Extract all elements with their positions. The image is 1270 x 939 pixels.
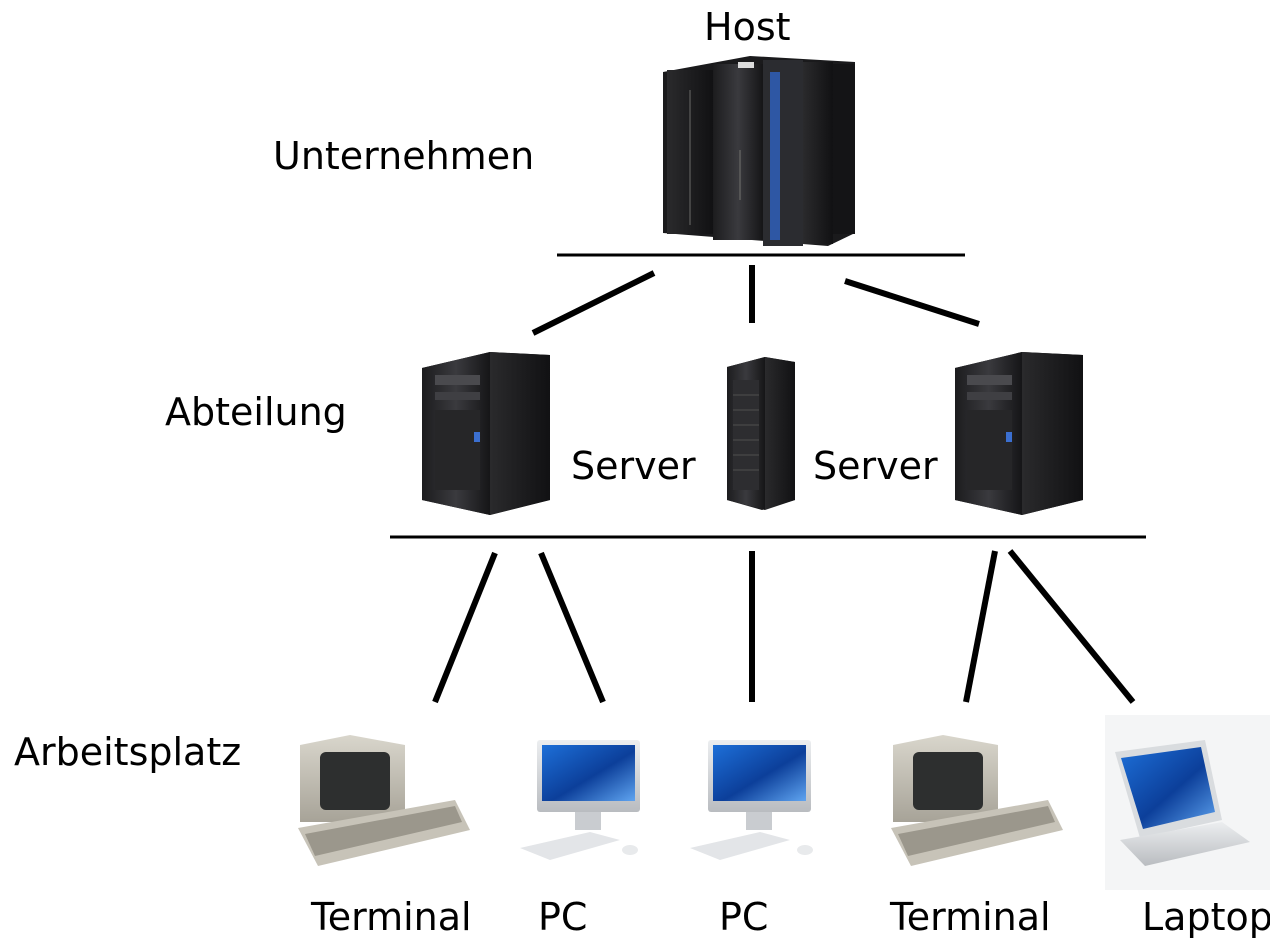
link-terminal-1 (432, 551, 498, 704)
pc-label-2: PC (719, 895, 769, 939)
connection-lines (390, 253, 1146, 704)
server-label-right: Server (813, 444, 938, 488)
mainframe-icon (663, 56, 855, 246)
level-label-department: Abteilung (165, 390, 347, 434)
level-label-workplace: Arbeitsplatz (14, 730, 242, 774)
host-label: Host (704, 5, 791, 49)
link-terminal-2 (963, 550, 998, 703)
link-host-server-right (844, 278, 980, 327)
level-label-enterprise: Unternehmen (273, 134, 535, 178)
pc-label-1: PC (538, 895, 588, 939)
laptop-label: Laptop (1142, 895, 1270, 939)
rack-server-icon (727, 357, 795, 510)
terminal-label-1: Terminal (311, 895, 472, 939)
link-pc-1 (538, 551, 606, 704)
terminal-label-2: Terminal (890, 895, 1051, 939)
link-host-server-left (531, 270, 656, 336)
terminal-icon-2 (891, 735, 1063, 866)
tower-server-icon-right (955, 352, 1083, 515)
desktop-pc-icon-2 (690, 740, 813, 860)
laptop-icon (1105, 715, 1270, 890)
terminal-icon-1 (298, 735, 470, 866)
desktop-pc-icon-1 (520, 740, 640, 860)
tower-server-icon-left (422, 352, 550, 515)
server-label-left: Server (571, 444, 696, 488)
link-laptop (1007, 549, 1136, 704)
